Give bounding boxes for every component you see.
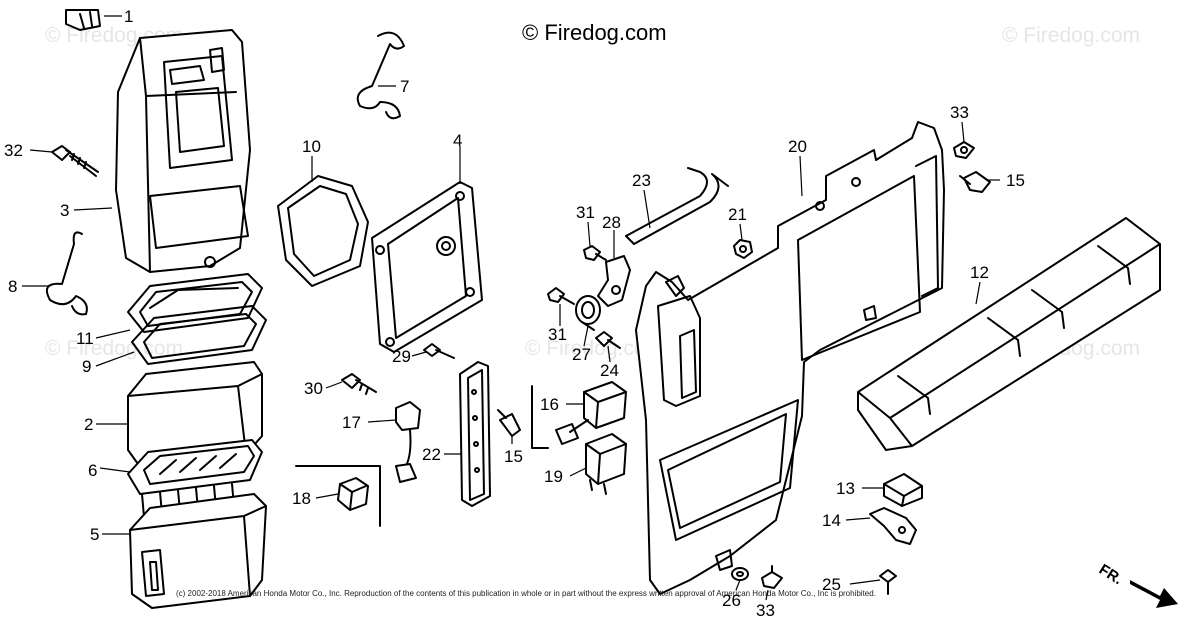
part-relay-19 — [585, 433, 627, 495]
part-screw-25 — [879, 569, 897, 595]
group-bracket-16 — [531, 385, 549, 449]
part-washer-26 — [731, 567, 749, 581]
callout-25: 25 — [822, 575, 841, 594]
callout-8: 8 — [8, 277, 17, 296]
part-grommet-21 — [733, 239, 753, 259]
part-cover-12 — [857, 217, 1161, 451]
callout-15-right: 15 — [1006, 171, 1025, 190]
callout-24: 24 — [600, 361, 619, 380]
callout-20: 20 — [788, 137, 807, 156]
callout-5: 5 — [90, 525, 99, 544]
callout-1: 1 — [124, 7, 133, 26]
part-holder-18 — [337, 477, 369, 511]
part-bolt-33-lower — [761, 565, 783, 589]
callout-29: 29 — [392, 347, 411, 366]
part-connector-17 — [395, 401, 421, 483]
part-clip-15-middle — [497, 409, 521, 437]
part-wire-spring-7 — [356, 31, 405, 120]
part-air-cleaner-case — [115, 29, 251, 273]
callout-10: 10 — [302, 137, 321, 156]
front-direction-indicator: FR. — [1096, 561, 1178, 608]
callout-22: 22 — [422, 445, 441, 464]
callout-4: 4 — [453, 131, 462, 150]
part-air-cleaner-cover — [129, 493, 267, 609]
part-gasket-10 — [277, 175, 369, 287]
part-bolt-33-upper — [953, 141, 975, 159]
watermark-top-right: © Firedog.com — [1002, 24, 1140, 47]
callout-21: 21 — [728, 205, 747, 224]
copyright-notice: (c) 2002-2018 American Honda Motor Co., … — [176, 589, 876, 598]
callout-17: 17 — [342, 413, 361, 432]
callout-27: 27 — [572, 345, 591, 364]
part-bolt-29 — [423, 343, 455, 359]
part-strip-22 — [459, 361, 491, 507]
part-screw-31-lower — [547, 287, 575, 305]
leader-lines — [22, 15, 1000, 601]
callout-3: 3 — [60, 201, 69, 220]
part-rod-23 — [625, 167, 729, 245]
part-bracket-13 — [883, 473, 923, 507]
part-screw-24 — [595, 331, 621, 349]
callout-16: 16 — [540, 395, 559, 414]
part-bolt-32 — [51, 145, 99, 177]
front-arrow-icon — [1130, 580, 1178, 608]
part-bracket-14 — [869, 507, 917, 545]
callout-6: 6 — [88, 461, 97, 480]
callout-23: 23 — [632, 171, 651, 190]
part-clip-15-right — [959, 171, 991, 193]
part-ring-27 — [575, 295, 601, 331]
callout-14: 14 — [822, 511, 841, 530]
callout-30: 30 — [304, 379, 323, 398]
callout-26: 26 — [722, 591, 741, 610]
watermark-mid-center: © Firedog.com — [525, 337, 663, 360]
callout-31-lower: 31 — [548, 325, 567, 344]
part-relay-16 — [555, 381, 627, 445]
part-bolt-30 — [341, 373, 377, 395]
part-clip — [65, 9, 101, 31]
part-cover-plate-4 — [371, 181, 483, 353]
callout-13: 13 — [836, 479, 855, 498]
callout-12: 12 — [970, 263, 989, 282]
group-bracket-18 — [295, 465, 381, 527]
callout-19: 19 — [544, 467, 563, 486]
callout-33-upper: 33 — [950, 103, 969, 122]
part-side-panel-20 — [635, 121, 945, 595]
callout-11: 11 — [76, 329, 94, 348]
part-screw-31-upper — [583, 245, 607, 261]
callout-18: 18 — [292, 489, 311, 508]
part-spring-clip-8 — [46, 231, 88, 316]
watermark-mid-left: © Firedog.com — [45, 337, 183, 360]
callout-9: 9 — [82, 357, 91, 376]
front-direction-label: FR. — [1096, 561, 1126, 588]
callout-28: 28 — [602, 213, 621, 232]
callout-32: 32 — [4, 141, 23, 160]
callout-15-middle: 15 — [504, 447, 523, 466]
watermark-main: © Firedog.com — [522, 20, 667, 45]
callout-2: 2 — [84, 415, 93, 434]
callout-33-lower: 33 — [756, 601, 775, 620]
part-gasket-9 — [131, 305, 267, 365]
part-clamp-28 — [597, 255, 631, 307]
callout-31-upper: 31 — [576, 203, 595, 222]
callout-7: 7 — [400, 77, 409, 96]
